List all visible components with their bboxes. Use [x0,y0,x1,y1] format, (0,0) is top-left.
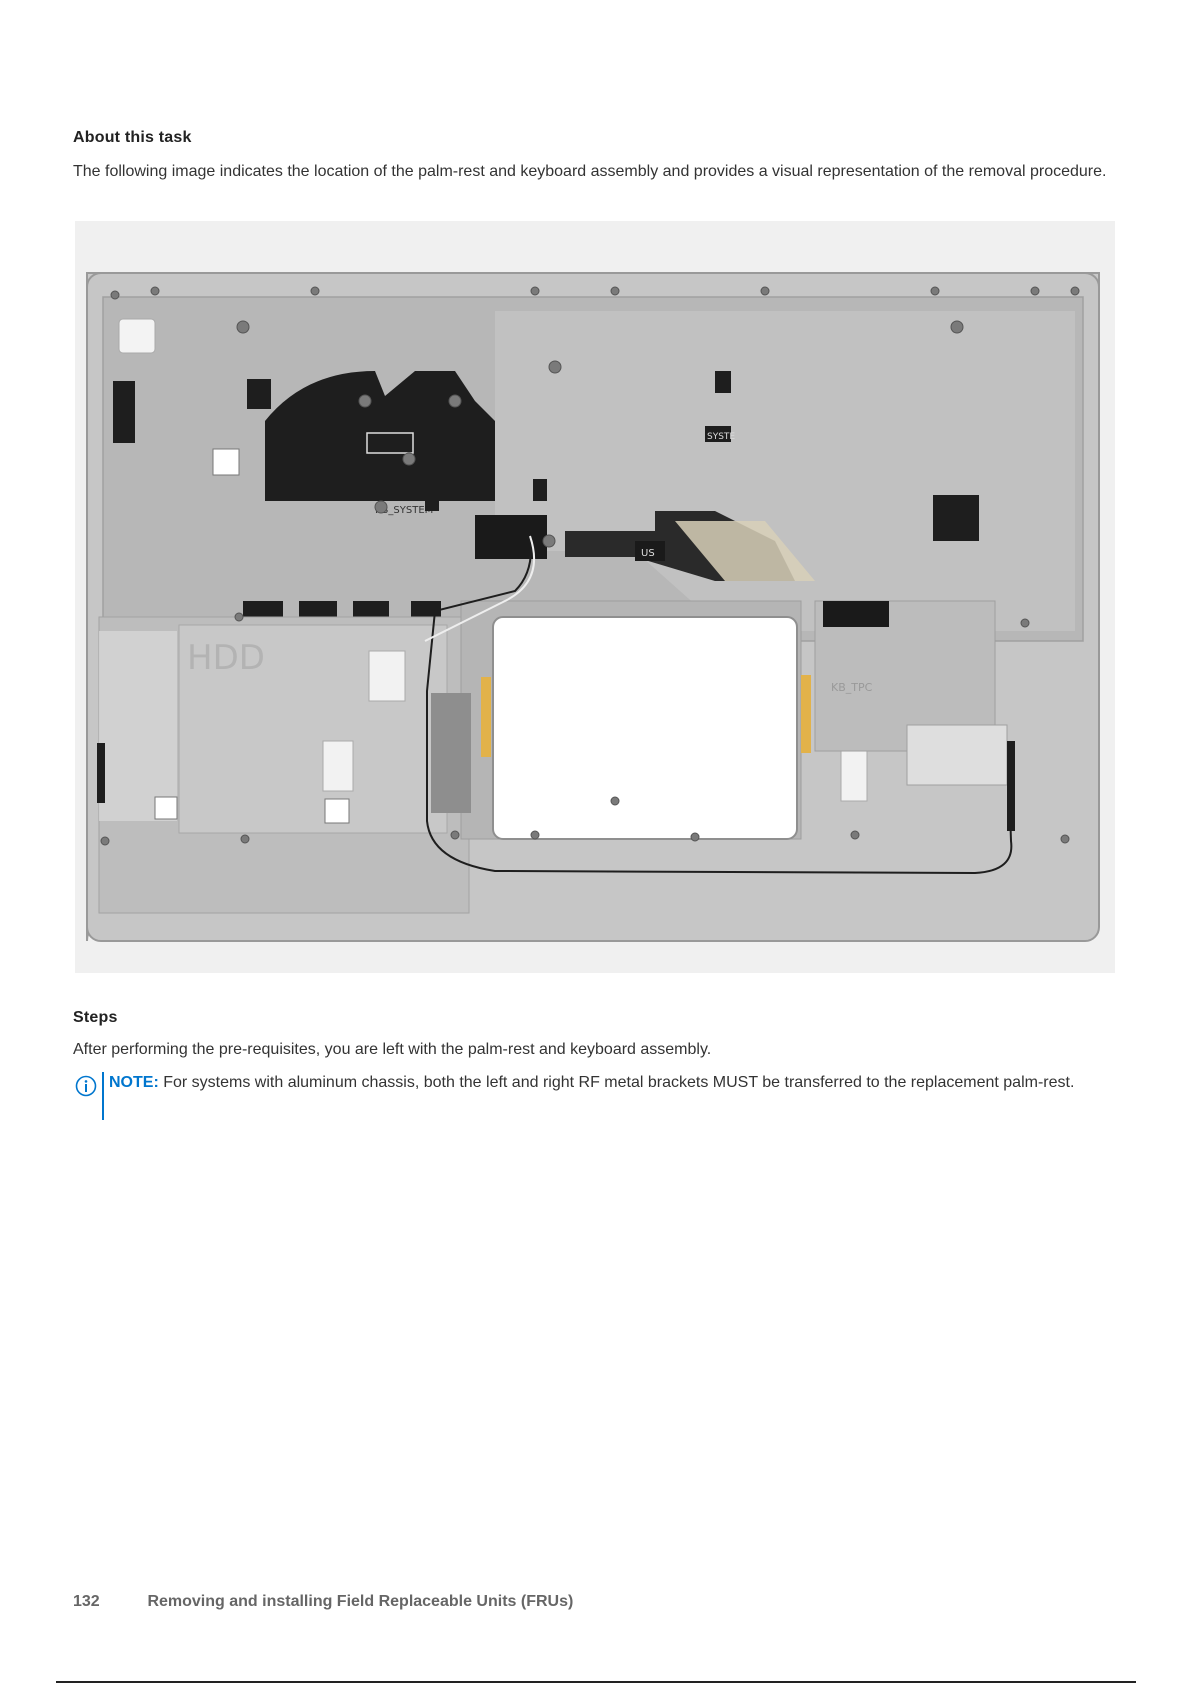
about-task-heading: About this task [73,129,192,146]
label-syste: SYSTE [707,432,735,442]
note-callout: NOTE: For systems with aluminum chassis,… [73,1070,1113,1120]
footer-rule [56,1681,1136,1683]
info-icon [75,1075,97,1097]
palm-rest-illustration: KB_SYSTEM SYSTE US HDD [86,272,1100,942]
thermal-shield [265,371,495,501]
palm-rest-figure: KB_SYSTEM SYSTE US HDD [75,221,1115,973]
label-us: US [641,548,655,559]
steps-heading: Steps [73,1009,118,1026]
note-accent-bar [102,1072,104,1120]
label-kb-system: KB_SYSTEM [375,505,433,516]
page-footer: 132 Removing and installing Field Replac… [73,1593,573,1611]
note-text: NOTE: For systems with aluminum chassis,… [109,1070,1109,1096]
about-task-description: The following image indicates the locati… [73,163,1107,180]
touchpad-cutout [492,616,798,840]
note-body: For systems with aluminum chassis, both … [163,1074,1075,1091]
steps-text: After performing the pre-requisites, you… [73,1041,712,1058]
page-number: 132 [73,1593,100,1610]
chapter-title: Removing and installing Field Replaceabl… [147,1593,574,1610]
note-label: NOTE: [109,1074,159,1091]
black-pad [933,495,979,541]
svg-text:HDD: HDD [187,638,265,678]
label-kb-tpc: KB_TPC [831,681,873,694]
